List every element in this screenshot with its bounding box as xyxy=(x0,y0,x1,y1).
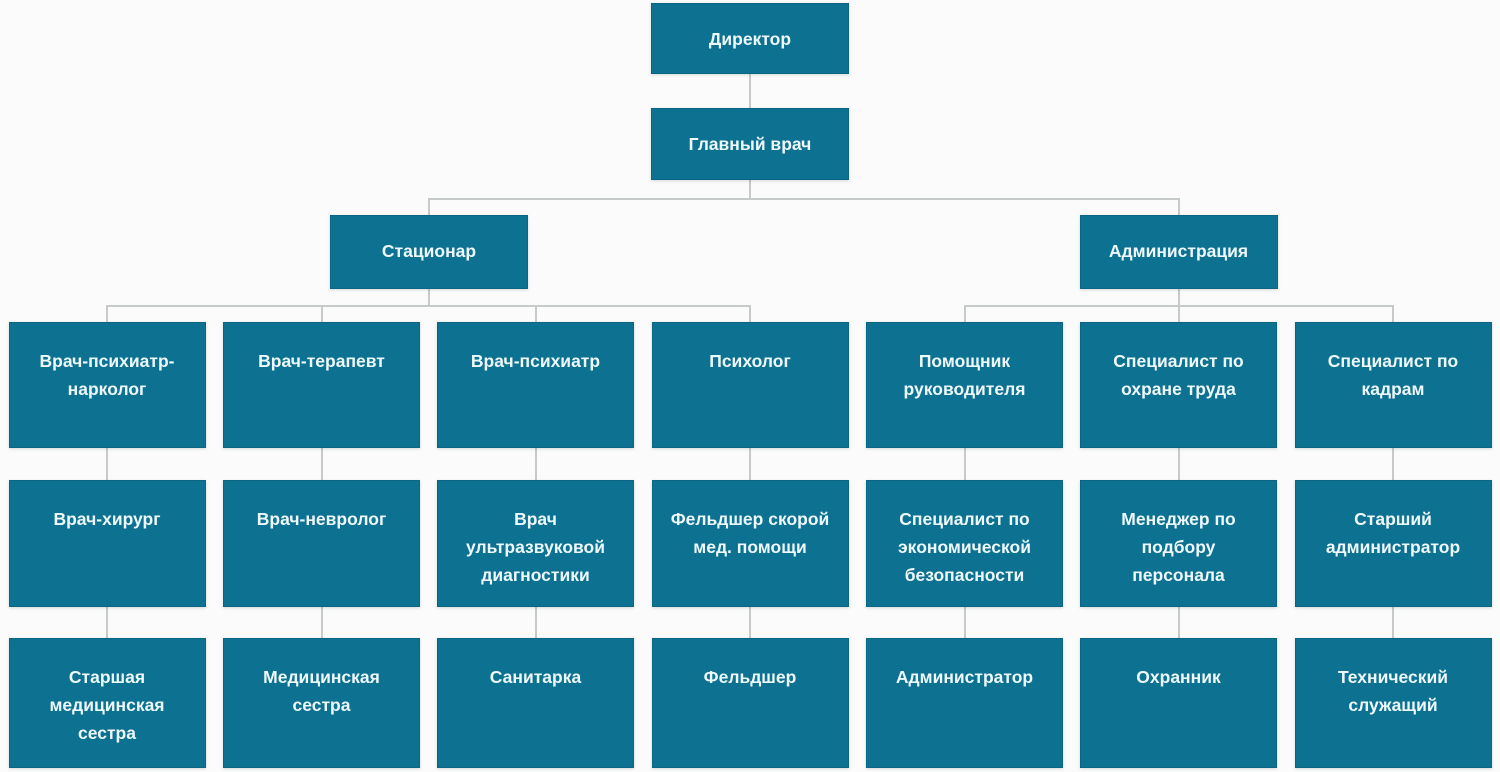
org-node-label: Администрация xyxy=(1108,241,1249,261)
org-node-label: Охранник xyxy=(1136,667,1221,687)
org-node-label: безопасности xyxy=(904,565,1025,585)
org-node-label: Врач-психиатр- xyxy=(39,351,175,371)
connector-row1-row2 xyxy=(1392,448,1394,480)
org-node-label: Специалист по xyxy=(899,509,1030,529)
connector-row1-row2 xyxy=(106,448,108,480)
connector-branches-rail xyxy=(428,198,1180,200)
org-node-surgeon: Врач-хирург xyxy=(8,480,206,607)
org-node-label: персонала xyxy=(1132,565,1225,585)
org-node-therapist: Врач-терапевт xyxy=(223,322,420,448)
connector-column-drop xyxy=(1392,305,1394,322)
org-node-label: сестра xyxy=(292,695,351,715)
org-node-administrator: Администратор xyxy=(866,638,1063,768)
org-node-psychiatrist-narcologist: Врач-психиатр-нарколог xyxy=(8,322,206,448)
org-node-label: Старший xyxy=(1354,509,1432,529)
connector-column-drop xyxy=(749,305,751,322)
org-node-label: мед. помощи xyxy=(693,537,807,557)
connector-column-drop xyxy=(1177,305,1180,322)
org-node-label: Фельдшер скорой xyxy=(670,509,830,529)
org-node-label: подбору xyxy=(1141,537,1216,557)
org-node-hr-specialist: Специалист по кадрам xyxy=(1294,322,1492,448)
connector-row1-row2 xyxy=(534,448,537,480)
org-node-label: руководителя xyxy=(903,379,1026,399)
org-node-administration: Администрация xyxy=(1079,215,1278,289)
connector-branch-drop xyxy=(428,198,430,215)
connector-column-drop xyxy=(963,305,966,322)
org-node-label: экономической xyxy=(898,537,1031,557)
org-node-orderly: Санитарка xyxy=(437,638,634,768)
org-node-assistant-manager: Помощник руководителя xyxy=(866,322,1063,448)
org-node-label: Врач-терапевт xyxy=(258,351,385,371)
org-node-label: Старшая xyxy=(68,667,146,687)
org-node-label: Администратор xyxy=(895,667,1034,687)
org-node-label: Врач-психиатр xyxy=(470,351,601,371)
connector-row2-row3 xyxy=(1392,607,1394,638)
org-node-recruitment-manager: Менеджер по подбору персонала xyxy=(1080,480,1277,607)
org-node-technical-worker: Технический служащий xyxy=(1294,638,1492,768)
org-node-psychologist: Психолог xyxy=(651,322,849,448)
org-node-label: Менеджер по xyxy=(1121,509,1236,529)
org-node-label: охране труда xyxy=(1121,379,1236,399)
org-node-paramedic: Фельдшер xyxy=(651,638,849,768)
org-node-senior-administrator: Старший администратор xyxy=(1294,480,1492,607)
connector-row2-row3 xyxy=(534,607,537,638)
org-node-label: Технический xyxy=(1337,667,1449,687)
org-node-label: Главный врач xyxy=(688,134,812,154)
connector-row2-row3 xyxy=(106,607,108,638)
org-node-label: Фельдшер xyxy=(703,667,797,687)
org-node-label: Психолог xyxy=(709,351,791,371)
org-node-label: Врач-хирург xyxy=(53,509,161,529)
connector-row2-row3 xyxy=(749,607,751,638)
org-node-label: служащий xyxy=(1348,695,1438,715)
org-node-label: сестра xyxy=(78,723,136,743)
connector-column-drop xyxy=(320,305,323,322)
org-node-chief-physician: Главный врач xyxy=(651,108,849,180)
connector-row1-row2 xyxy=(320,448,323,480)
connector-row1-row2 xyxy=(1177,448,1180,480)
connector-column-drop xyxy=(534,305,537,322)
org-node-stationar: Стационар xyxy=(330,215,528,289)
org-node-label: Медицинская xyxy=(263,667,380,687)
connector-branch-drop xyxy=(1177,198,1180,215)
org-node-ambulance-paramedic: Фельдшер скорой мед. помощи xyxy=(651,480,849,607)
org-node-director: Директор xyxy=(651,3,849,74)
org-node-label: Директор xyxy=(708,29,792,49)
connector-row2-row3 xyxy=(320,607,323,638)
connector-columns-rail xyxy=(106,305,751,307)
org-node-neurologist: Врач-невролог xyxy=(223,480,420,607)
org-node-label: Санитарка xyxy=(489,667,582,687)
connector-branch-stub xyxy=(428,289,430,305)
org-node-label: Специалист по xyxy=(1113,351,1244,371)
org-node-psychiatrist: Врач-психиатр xyxy=(437,322,634,448)
connector-director-chief xyxy=(749,74,751,108)
org-node-label: Врач xyxy=(514,509,557,529)
connector-row1-row2 xyxy=(749,448,751,480)
connector-chief-stub xyxy=(749,180,751,198)
org-node-label: нарколог xyxy=(67,379,147,399)
org-node-label: администратор xyxy=(1325,537,1461,557)
connector-row2-row3 xyxy=(1177,607,1180,638)
connector-column-drop xyxy=(106,305,108,322)
org-node-label: Врач-невролог xyxy=(256,509,387,529)
org-node-label: Специалист по xyxy=(1327,351,1459,371)
org-node-label: ультразвуковой xyxy=(466,537,605,557)
org-node-label: Стационар xyxy=(381,241,477,261)
connector-branch-stub xyxy=(1177,289,1180,305)
org-node-head-nurse: Старшая медицинская сестра xyxy=(8,638,206,768)
org-node-nurse: Медицинская сестра xyxy=(223,638,420,768)
org-node-label: медицинская xyxy=(49,695,165,715)
org-node-label: диагностики xyxy=(481,565,590,585)
org-node-labor-safety-specialist: Специалист по охране труда xyxy=(1080,322,1277,448)
org-node-label: кадрам xyxy=(1361,379,1425,399)
org-node-label: Помощник xyxy=(918,351,1011,371)
connector-row1-row2 xyxy=(963,448,966,480)
org-node-economic-security-specialist: Специалист по экономической безопасности xyxy=(866,480,1063,607)
connector-row2-row3 xyxy=(963,607,966,638)
org-node-security-guard: Охранник xyxy=(1080,638,1277,768)
org-node-ultrasound-doctor: Врач ультразвуковой диагностики xyxy=(437,480,634,607)
